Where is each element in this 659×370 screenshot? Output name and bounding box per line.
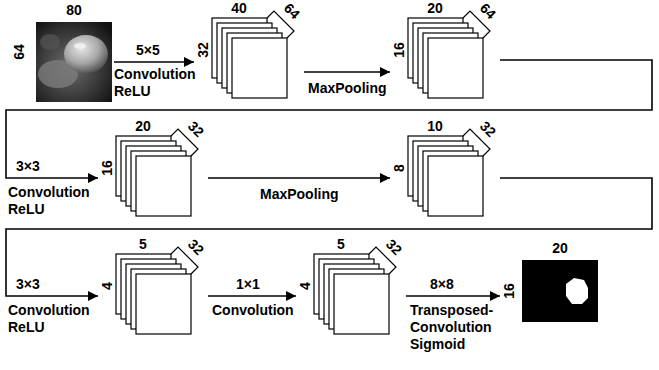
dimension-label: 4 [99, 282, 115, 290]
operation-label: 3×3 [16, 276, 40, 293]
dimension-label: 32 [383, 236, 405, 258]
operation-label: Transposed-Convolution Sigmoid [410, 302, 500, 353]
operation-label: Convolution ReLU [8, 302, 94, 336]
dimension-label: 20 [552, 240, 568, 256]
feature-map [334, 274, 389, 334]
operation-label: 5×5 [136, 42, 160, 59]
feature-map [428, 38, 483, 98]
polyp [64, 35, 108, 73]
dimension-label: 80 [66, 2, 82, 18]
operation-label: MaxPooling [260, 186, 339, 203]
dimension-label: 8 [391, 164, 407, 172]
dimension-label: 40 [231, 0, 247, 16]
dimension-label: 16 [99, 160, 115, 176]
mask-region [566, 278, 588, 304]
dimension-label: 16 [391, 42, 407, 58]
operation-label: Convolution [212, 302, 294, 319]
dimension-label: 4 [297, 282, 313, 290]
arrow [208, 295, 296, 297]
feature-map [136, 156, 191, 216]
mask-image [522, 260, 598, 322]
dimension-label: 10 [427, 118, 443, 134]
operation-label: 3×3 [16, 158, 40, 175]
arrow [406, 295, 500, 297]
feature-map-stack: 5 4 32 [296, 236, 406, 340]
arrow [304, 71, 390, 73]
operation-label: Convolution ReLU [114, 66, 200, 100]
feature-map [232, 38, 287, 98]
dimension-label: 5 [337, 236, 345, 252]
operation-label: MaxPooling [308, 80, 387, 97]
dimension-label: 20 [427, 0, 443, 16]
feature-map-stack: 20 16 64 [390, 0, 500, 104]
input-image: 80 64 [10, 2, 114, 104]
dimension-label: 16 [501, 283, 517, 299]
feature-map [136, 274, 191, 334]
arrow [208, 177, 390, 179]
dimension-label: 32 [185, 236, 207, 258]
endoscopy-image [36, 22, 112, 102]
dimension-label: 32 [185, 118, 207, 140]
node-shape [500, 240, 600, 324]
feature-map [428, 156, 483, 216]
operation-label: 1×1 [236, 276, 260, 293]
operation-label: 8×8 [430, 276, 454, 293]
operation-label: Convolution ReLU [8, 184, 94, 218]
dimension-label: 64 [477, 0, 499, 22]
dimension-label: 20 [135, 118, 151, 134]
feature-map-stack: 40 32 64 [194, 0, 304, 104]
output-mask: 2016 [500, 240, 600, 324]
feature-map-stack: 5 4 32 [98, 236, 208, 340]
feature-map-stack: 10 8 32 [390, 118, 500, 222]
feature-map-stack: 20 16 32 [98, 118, 208, 222]
arrow [114, 61, 194, 63]
dimension-label: 5 [139, 236, 147, 252]
dimension-label: 32 [195, 42, 211, 58]
dimension-label: 64 [11, 44, 27, 60]
dimension-label: 64 [281, 0, 303, 22]
dimension-label: 32 [477, 118, 499, 140]
